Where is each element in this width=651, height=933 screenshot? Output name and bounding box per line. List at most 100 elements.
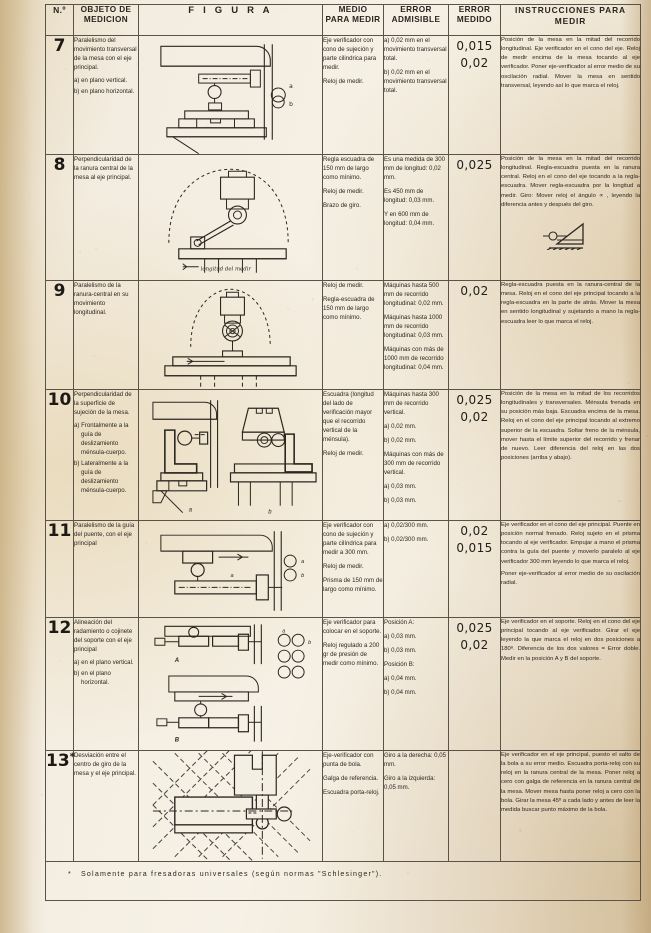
objeto-subitem: b) en plano horizontal. — [74, 87, 138, 96]
table-row: 10Perpendicularidad de la superficie de … — [46, 390, 641, 521]
header-error-admisible: ERROR ADMISIBLE — [384, 5, 449, 36]
paper-speck — [519, 829, 521, 831]
superficie-sujecion-mensula-diagram: ab — [139, 390, 322, 520]
row-number-10: 10 — [46, 390, 74, 521]
paper-speck — [106, 341, 107, 342]
instrucciones-cell: Eje verificador en el eje principal, pue… — [501, 751, 641, 862]
medio-para-medir-cell: Eje-verificador con punta de bola.Galga … — [323, 751, 384, 862]
medio-item: Brazo de giro. — [323, 201, 383, 210]
error-medido-cell[interactable]: 0,0150,02 — [449, 36, 501, 155]
medio-item: Prisma de 150 mm de largo como mínimo. — [323, 576, 383, 594]
measurement-table-sheet: N.º OBJETO DE MEDICION F I G U R A MEDIO… — [45, 4, 641, 929]
instruccion-text: Posición de la mesa en la mitad de los r… — [501, 390, 640, 463]
instruccion-text: Eje verificador en el soporte. Reloj en … — [501, 618, 640, 664]
error-admisible-item: a) 0,03 mm. — [384, 632, 448, 641]
error-medido-cell[interactable] — [449, 751, 501, 862]
error-admisible-item: Máquinas con más de 300 mm de recorrido … — [384, 450, 448, 477]
paper-speck — [312, 298, 314, 300]
paper-speck — [598, 16, 599, 17]
paper-speck — [499, 201, 500, 202]
paper-speck — [614, 890, 615, 891]
svg-text:b: b — [308, 640, 311, 646]
error-admisible-cell: a) 0,02/300 mm.b) 0,02/300 mm. — [384, 521, 449, 618]
error-medido-value: 0,025 — [449, 158, 500, 172]
paper-speck — [41, 794, 43, 796]
paper-speck — [427, 59, 428, 60]
instruccion-text: Eje verificador en el eje principal, pue… — [501, 751, 640, 815]
error-admisible-item: b) 0,02/300 mm. — [384, 535, 448, 544]
paper-speck — [481, 858, 482, 859]
table-row: 9Paralelismo de la ranura-central en su … — [46, 281, 641, 390]
error-admisible-item: b) 0,02 mm. — [384, 436, 448, 445]
left-edge-stain — [0, 0, 46, 933]
objeto-text: Alineación del radamiento o cojinete del… — [74, 618, 138, 654]
paper-speck — [407, 872, 409, 874]
medio-item: Reloj regulado a 200 gr de presión de me… — [323, 641, 383, 668]
error-admisible-item: Giro a la izquierda: 0,05 mm. — [384, 774, 448, 792]
table-row: 13*Desviación entre el centro de giro de… — [46, 751, 641, 862]
svg-text:longitud del medir: longitud del medir — [201, 267, 252, 273]
objeto-medicion-cell: Paralelismo de la ranura-central en su m… — [74, 281, 139, 390]
medio-para-medir-cell: Escuadra (longitud del lado de verificac… — [323, 390, 384, 521]
angle-gauge-icon — [501, 220, 640, 254]
header-numero: N.º — [46, 5, 74, 36]
ranura-central-longitudinal-diagram — [139, 281, 322, 389]
error-medido-value: 0,015 — [449, 541, 500, 555]
instruccion-text: Poner eje-verificador al error medio de … — [501, 570, 640, 588]
svg-text:a: a — [301, 559, 304, 565]
error-medido-value: 0,015 — [449, 39, 500, 53]
error-medido-cell[interactable]: 0,02 — [449, 281, 501, 390]
objeto-medicion-cell: Alineación del radamiento o cojinete del… — [74, 618, 139, 751]
objeto-medicion-cell: Perpendicularidad de la superficie de su… — [74, 390, 139, 521]
objeto-subitem: a) en el plano vertical. — [74, 658, 138, 667]
objeto-medicion-cell: Paralelismo del movimiento transversal d… — [74, 36, 139, 155]
medio-para-medir-cell: Reloj de medir.Regla-escuadra de 150 mm … — [323, 281, 384, 390]
objeto-text: Perpendicularidad de la superficie de su… — [74, 390, 138, 417]
medio-item: Reloj de medir. — [323, 562, 383, 571]
paper-speck — [129, 624, 131, 626]
header-numero-label: N.º — [53, 5, 66, 15]
error-medido-value: 0,025 — [449, 621, 500, 635]
error-admisible-item: a) 0,03 mm. — [384, 482, 448, 491]
instruccion-text: Posición de la mesa en la mitad del reco… — [501, 36, 640, 91]
svg-text:a: a — [189, 508, 193, 514]
error-medido-cell[interactable]: 0,0250,02 — [449, 618, 501, 751]
error-admisible-item: Y en 600 mm de longitud: 0,04 mm. — [384, 210, 448, 228]
error-medido-cell[interactable]: 0,020,015 — [449, 521, 501, 618]
medio-item: Reloj de medir. — [323, 449, 383, 458]
paper-speck — [628, 382, 630, 384]
row-number-7: 7 — [46, 36, 74, 155]
figura-cell-cojinete-soporte-alineacion: ABab — [139, 618, 323, 751]
medio-para-medir-cell: Regla escuadra de 150 mm de largo como m… — [323, 155, 384, 281]
error-medido-cell[interactable]: 0,025 — [449, 155, 501, 281]
svg-text:b: b — [289, 101, 293, 108]
error-admisible-item: Máquinas hasta 1000 mm de recorrido long… — [384, 313, 448, 340]
instrucciones-cell: Eje verificador en el cono del eje princ… — [501, 521, 641, 618]
error-admisible-item: Es una medida de 300 mm de longitud: 0,0… — [384, 155, 448, 182]
objeto-subitem: b) Lateralmente a la guía de deslizamien… — [74, 459, 138, 495]
error-admisible-item: b) 0,04 mm. — [384, 688, 448, 697]
medio-item: Escuadra (longitud del lado de verificac… — [323, 390, 383, 444]
paper-speck — [242, 505, 243, 506]
header-medio-line2: PARA MEDIR — [326, 15, 381, 24]
error-admisible-cell: Giro a la derecha: 0,05 mm.Giro a la izq… — [384, 751, 449, 862]
table-row: 8Perpendicularidad de la ranura central … — [46, 155, 641, 281]
medio-para-medir-cell: Eje verificador con cono de sujeción y p… — [323, 521, 384, 618]
ranura-central-perpendicularidad-diagram: longitud del medir — [139, 155, 322, 280]
paper-speck — [646, 435, 648, 437]
error-medido-value: 0,02 — [449, 284, 500, 298]
header-objeto-line2: MEDICION — [84, 15, 128, 24]
medio-item: Eje verificador con cono de sujeción y p… — [323, 521, 383, 557]
guia-puente-eje-principal-diagram: aab — [139, 521, 322, 617]
medio-para-medir-cell: Eje verificador para colocar en el sopor… — [323, 618, 384, 751]
error-admisible-item: b) 0,02 mm en el movimiento transversal … — [384, 68, 448, 95]
table-row: 11Paralelismo de la guía del puente, con… — [46, 521, 641, 618]
header-instrucciones-label: INSTRUCCIONES PARA MEDIR — [515, 5, 626, 26]
header-figura: F I G U R A — [139, 5, 323, 36]
objeto-text: Perpendicularidad de la ranura central d… — [74, 155, 138, 182]
paper-speck — [267, 838, 268, 839]
objeto-subitem: a) en plano vertical. — [74, 76, 138, 85]
error-medido-cell[interactable]: 0,0250,02 — [449, 390, 501, 521]
error-medido-value: 0,025 — [449, 393, 500, 407]
medio-item: Escuadra porta-reloj. — [323, 788, 383, 797]
